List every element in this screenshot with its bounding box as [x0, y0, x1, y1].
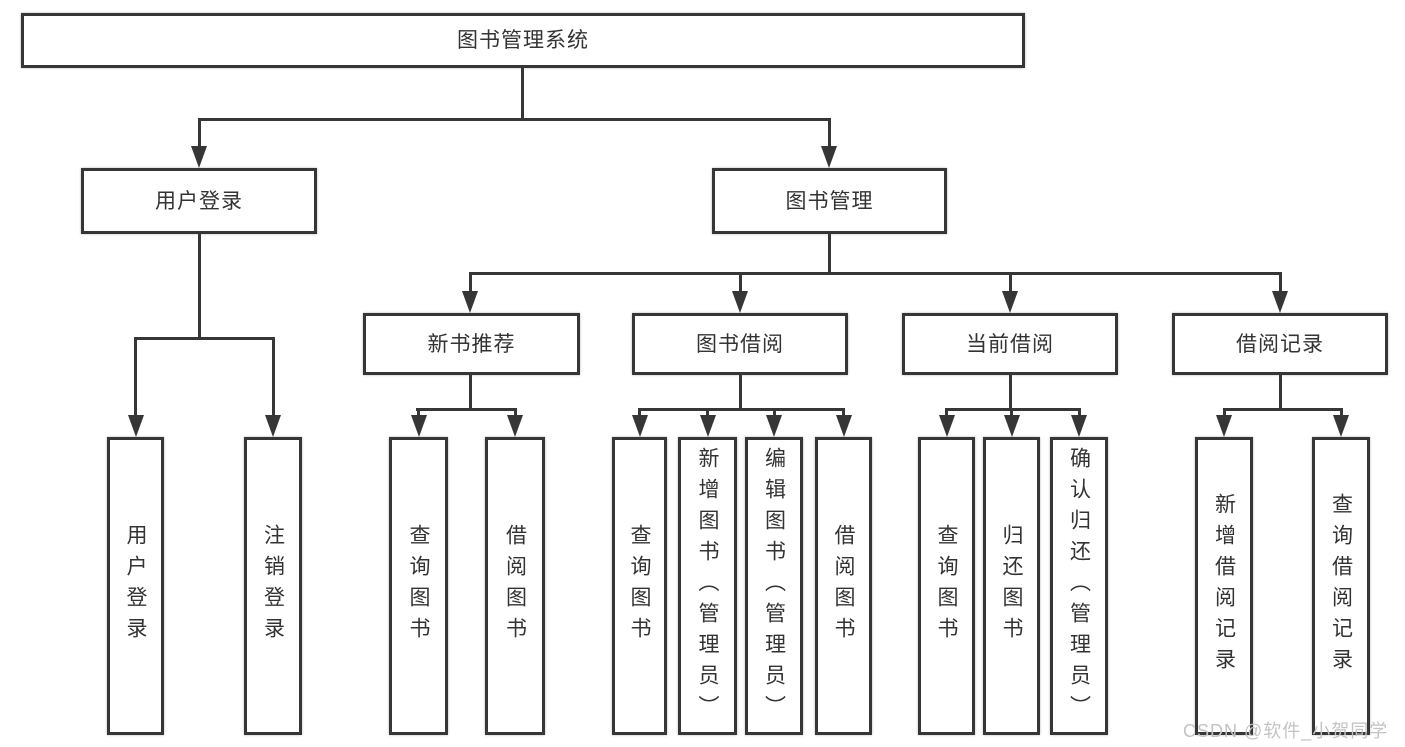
- arrow-down-icon: [1216, 415, 1232, 437]
- node-new-book-recommend: 新书推荐: [363, 313, 580, 375]
- connector-borrow-child4: [842, 408, 845, 420]
- arrow-down-icon: [732, 291, 748, 313]
- node-book-management: 图书管理: [712, 168, 947, 234]
- leaf-borrow-query-books-label: 查询图书: [628, 524, 651, 648]
- node-user-login-label: 用户登录: [155, 189, 243, 213]
- connector-records-child2: [1340, 408, 1343, 420]
- connector-newbook-child1: [417, 408, 420, 420]
- node-current-borrow: 当前借阅: [902, 313, 1118, 375]
- node-book-borrow-label: 图书借阅: [696, 332, 784, 356]
- arrow-down-icon: [1272, 291, 1288, 313]
- connector-borrow-stem: [739, 375, 742, 411]
- connector-book-stem: [828, 234, 831, 275]
- node-current-borrow-label: 当前借阅: [966, 332, 1054, 356]
- leaf-borrow-edit-books-admin: 编辑图书（管理员）: [745, 437, 803, 735]
- node-user-login: 用户登录: [81, 168, 317, 234]
- node-book-management-label: 图书管理: [785, 189, 874, 213]
- connector-records-splitter: [1223, 408, 1343, 411]
- leaf-current-confirm-return-admin-label: 确认归还（管理员）: [1067, 446, 1091, 726]
- leaf-current-query-books: 查询图书: [918, 437, 975, 735]
- leaf-records-query-record: 查询借阅记录: [1312, 437, 1370, 735]
- arrow-down-icon: [1002, 291, 1018, 313]
- leaf-records-query-record-label: 查询借阅记录: [1329, 493, 1353, 679]
- arrow-down-icon: [1333, 415, 1349, 437]
- connector-current-stem: [1009, 375, 1012, 411]
- node-book-borrow: 图书借阅: [632, 313, 848, 375]
- leaf-borrow-borrow-books: 借阅图书: [815, 437, 872, 735]
- arrow-down-icon: [821, 146, 837, 168]
- connector-current-child2: [1010, 408, 1013, 420]
- leaf-current-query-books-label: 查询图书: [935, 524, 958, 648]
- connector-newbook-stem: [469, 375, 472, 411]
- leaf-newbook-query-books-label: 查询图书: [407, 524, 430, 648]
- connector-book-to-borrow: [739, 272, 742, 294]
- connector-book-to-current: [1009, 272, 1012, 294]
- connector-borrow-splitter: [638, 408, 845, 411]
- arrow-down-icon: [939, 415, 955, 437]
- arrow-down-icon: [766, 415, 782, 437]
- leaf-newbook-query-books: 查询图书: [389, 437, 448, 735]
- arrow-down-icon: [1071, 415, 1087, 437]
- arrow-down-icon: [1004, 415, 1020, 437]
- connector-user-to-login: [134, 337, 137, 419]
- connector-root-splitter: [198, 118, 831, 121]
- connector-records-child1: [1223, 408, 1226, 420]
- node-library-system-label: 图书管理系统: [457, 29, 589, 52]
- connector-newbook-child2: [514, 408, 517, 420]
- leaf-current-return-books-label: 归还图书: [1000, 524, 1023, 648]
- arrow-down-icon: [265, 415, 281, 437]
- arrow-down-icon: [700, 415, 716, 437]
- connector-records-stem: [1279, 375, 1282, 411]
- arrow-down-icon: [128, 415, 144, 437]
- connector-user-to-logout: [272, 337, 275, 419]
- arrow-down-icon: [191, 146, 207, 168]
- leaf-newbook-borrow-books-label: 借阅图书: [503, 524, 527, 648]
- leaf-borrow-edit-books-admin-label: 编辑图书（管理员）: [762, 446, 786, 726]
- connector-borrow-child3: [773, 408, 776, 420]
- connector-book-to-newbook: [469, 272, 472, 294]
- connector-current-child1: [945, 408, 948, 420]
- node-library-system: 图书管理系统: [21, 13, 1025, 68]
- connector-root-stem: [521, 68, 524, 121]
- connector-borrow-child1: [638, 408, 641, 420]
- connector-borrow-child2: [706, 408, 709, 420]
- leaf-records-add-record: 新增借阅记录: [1195, 437, 1253, 735]
- arrow-down-icon: [632, 415, 648, 437]
- connector-newbook-splitter: [416, 408, 516, 411]
- connector-book-to-records: [1279, 272, 1282, 294]
- arrow-down-icon: [507, 415, 523, 437]
- arrow-down-icon: [462, 291, 478, 313]
- leaf-logout-label: 注销登录: [261, 524, 285, 648]
- leaf-current-confirm-return-admin: 确认归还（管理员）: [1050, 437, 1108, 735]
- connector-root-to-user: [198, 118, 201, 150]
- connector-current-child3: [1078, 408, 1081, 420]
- node-borrow-records: 借阅记录: [1172, 313, 1388, 375]
- leaf-logout: 注销登录: [244, 437, 302, 735]
- leaf-borrow-query-books: 查询图书: [612, 437, 667, 735]
- csdn-watermark: CSDN @软件_小贺同学: [1183, 721, 1389, 741]
- connector-root-to-book: [828, 118, 831, 150]
- leaf-newbook-borrow-books: 借阅图书: [485, 437, 545, 735]
- leaf-current-return-books: 归还图书: [983, 437, 1040, 735]
- leaf-borrow-borrow-books-label: 借阅图书: [832, 524, 855, 648]
- connector-user-splitter: [134, 337, 275, 340]
- arrow-down-icon: [411, 415, 427, 437]
- node-new-book-recommend-label: 新书推荐: [427, 332, 516, 356]
- leaf-records-add-record-label: 新增借阅记录: [1212, 493, 1236, 679]
- leaf-user-login: 用户登录: [107, 437, 164, 735]
- connector-book-splitter: [469, 272, 1281, 275]
- connector-user-stem: [198, 234, 201, 340]
- node-borrow-records-label: 借阅记录: [1236, 332, 1324, 356]
- arrow-down-icon: [836, 415, 852, 437]
- leaf-borrow-add-books-admin-label: 新增图书（管理员）: [696, 446, 719, 726]
- leaf-borrow-add-books-admin: 新增图书（管理员）: [678, 437, 737, 735]
- leaf-user-login-label: 用户登录: [124, 524, 147, 648]
